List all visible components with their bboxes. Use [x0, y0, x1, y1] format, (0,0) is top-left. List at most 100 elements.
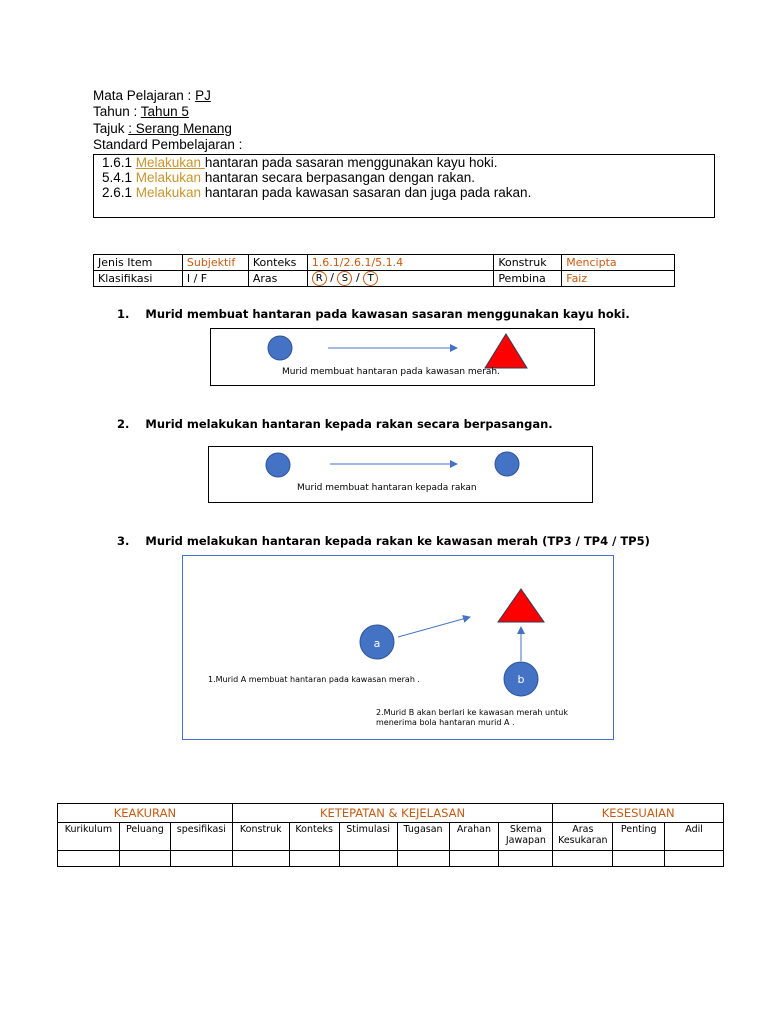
- pass-arrow: [397, 615, 471, 638]
- standard-text: hantaran pada kawasan sasaran dan juga p…: [201, 185, 532, 200]
- diagram-3-caption-b: 2.Murid B akan berlari ke kawasan merah …: [376, 708, 568, 727]
- pembina-label: Pembina: [493, 270, 563, 287]
- aras-t-circle: T: [363, 271, 379, 286]
- question-number: 1.: [117, 307, 130, 321]
- klasifikasi-value: I / F: [181, 270, 249, 287]
- column-header: Konstruk: [231, 822, 290, 851]
- rubric-cell[interactable]: [169, 850, 233, 867]
- year-line: Tahun : Tahun 5: [93, 104, 189, 120]
- diagram-2-caption: Murid membuat hantaran kepada rakan: [297, 483, 477, 493]
- standard-code: 1.6.1: [102, 155, 136, 170]
- rubric-cell[interactable]: [396, 850, 450, 867]
- column-header: Tugasan: [396, 822, 450, 851]
- aras-separator: /: [355, 271, 360, 284]
- player-b-label: b: [517, 673, 525, 686]
- column-header: Penting: [612, 822, 666, 851]
- diagram-2-svg: [265, 451, 520, 478]
- rubric-table: KEAKURAN KETEPATAN & KEJELASAN KESESUAIA…: [57, 803, 724, 867]
- question-text: Murid melakukan hantaran kepada rakan ke…: [145, 534, 650, 548]
- klasifikasi-label: Klasifikasi: [93, 270, 183, 287]
- rubric-cell[interactable]: [448, 850, 500, 867]
- konteks-value: 1.6.1/2.6.1/5.1.4: [306, 254, 495, 271]
- table-row: Kurikulum Peluang spesifikasi Konstruk K…: [57, 822, 724, 851]
- column-header: Stimulasi: [338, 822, 398, 851]
- player-circle: [265, 452, 291, 478]
- topic-line: Tajuk : Serang Menang: [93, 121, 232, 137]
- standard-verb: Melakukan: [135, 155, 205, 170]
- column-header: Peluang: [118, 822, 171, 851]
- diagram-1: Murid membuat hantaran pada kawasan mera…: [210, 328, 595, 386]
- group-keakuran: KEAKURAN: [57, 803, 233, 823]
- standard-text: hantaran secara berpasangan dengan rakan…: [201, 170, 476, 185]
- pembina-value: Faiz: [561, 270, 675, 287]
- table-row: Klasifikasi I / F Aras R / S / T Pembina…: [93, 270, 675, 287]
- column-header: Skema Jawapan: [498, 822, 554, 851]
- question-3: 3. Murid melakukan hantaran kepada rakan…: [117, 534, 650, 548]
- rubric-cell[interactable]: [231, 850, 290, 867]
- rubric-cell[interactable]: [57, 850, 120, 867]
- aras-s-circle: S: [337, 271, 353, 286]
- standard-verb: Melakukan: [135, 185, 202, 200]
- rubric-cell[interactable]: [498, 850, 554, 867]
- jenis-item-label: Jenis Item: [93, 254, 183, 271]
- question-text: Murid melakukan hantaran kepada rakan se…: [145, 417, 553, 431]
- topic-value: : Serang Menang: [128, 121, 232, 136]
- rubric-cell[interactable]: [552, 850, 614, 867]
- standard-text: hantaran pada sasaran menggunakan kayu h…: [204, 155, 498, 170]
- player-circle: [267, 335, 293, 361]
- question-1: 1. Murid membuat hantaran pada kawasan s…: [117, 307, 630, 321]
- aras-value: R / S / T: [306, 270, 495, 287]
- diagram-3-svg: [359, 588, 545, 697]
- subject-line: Mata Pelajaran : PJ: [93, 88, 211, 104]
- partner-circle: [494, 451, 520, 477]
- target-triangle: [484, 333, 528, 369]
- jenis-item-value: Subjektif: [181, 254, 249, 271]
- question-2: 2. Murid melakukan hantaran kepada rakan…: [117, 417, 553, 431]
- column-header: Aras Kesukaran: [552, 822, 614, 851]
- column-header: Kurikulum: [57, 822, 120, 851]
- standard-label: Standard Pembelajaran :: [93, 137, 243, 152]
- year-label: Tahun :: [93, 104, 141, 119]
- rubric-cell[interactable]: [288, 850, 340, 867]
- konteks-label: Konteks: [247, 254, 308, 271]
- subject-value: PJ: [195, 88, 211, 103]
- target-triangle: [497, 588, 545, 623]
- standards-box: 1.6.1 Melakukan hantaran pada sasaran me…: [93, 154, 715, 218]
- aras-r-circle: R: [311, 271, 327, 286]
- table-row: KEAKURAN KETEPATAN & KEJELASAN KESESUAIA…: [57, 803, 724, 823]
- diagram-3: a b 1.Murid A membuat hantaran pada kawa…: [182, 555, 614, 740]
- standard-line: 2.6.1 Melakukan hantaran pada kawasan sa…: [102, 185, 531, 201]
- group-ketepatan: KETEPATAN & KEJELASAN: [231, 803, 554, 823]
- column-header: Konteks: [288, 822, 340, 851]
- standard-code: 5.4.1: [102, 170, 136, 185]
- column-header: Adil: [664, 822, 724, 851]
- konstruk-value: Mencipta: [561, 254, 675, 271]
- standard-line: 5.4.1 Melakukan hantaran secara berpasan…: [102, 170, 475, 186]
- diagram-1-svg: [267, 333, 528, 369]
- question-number: 2.: [117, 417, 130, 431]
- question-number: 3.: [117, 534, 130, 548]
- diagram-3-caption-a: 1.Murid A membuat hantaran pada kawasan …: [208, 675, 420, 684]
- player-a-circle: [359, 624, 395, 660]
- group-kesesuaian: KESESUAIAN: [552, 803, 724, 823]
- player-b-circle: [503, 661, 539, 697]
- rubric-cell[interactable]: [612, 850, 666, 867]
- diagram-1-caption: Murid membuat hantaran pada kawasan mera…: [282, 367, 500, 377]
- rubric-cell[interactable]: [338, 850, 398, 867]
- rubric-cell[interactable]: [118, 850, 171, 867]
- item-info-table: Jenis Item Subjektif Konteks 1.6.1/2.6.1…: [93, 254, 675, 287]
- standard-verb: Melakukan: [135, 170, 202, 185]
- column-header: spesifikasi: [169, 822, 233, 851]
- player-a-label: a: [373, 637, 381, 650]
- diagram-2: Murid membuat hantaran kepada rakan: [208, 446, 593, 503]
- column-header: Arahan: [448, 822, 500, 851]
- table-row: Jenis Item Subjektif Konteks 1.6.1/2.6.1…: [93, 254, 675, 271]
- subject-label: Mata Pelajaran :: [93, 88, 196, 103]
- standard-code: 2.6.1: [102, 185, 136, 200]
- year-value: Tahun 5: [140, 104, 189, 119]
- topic-label: Tajuk: [93, 121, 129, 136]
- rubric-cell[interactable]: [664, 850, 724, 867]
- aras-separator: /: [330, 271, 334, 284]
- konstruk-label: Konstruk: [493, 254, 563, 271]
- standard-line: 1.6.1 Melakukan hantaran pada sasaran me…: [102, 155, 498, 171]
